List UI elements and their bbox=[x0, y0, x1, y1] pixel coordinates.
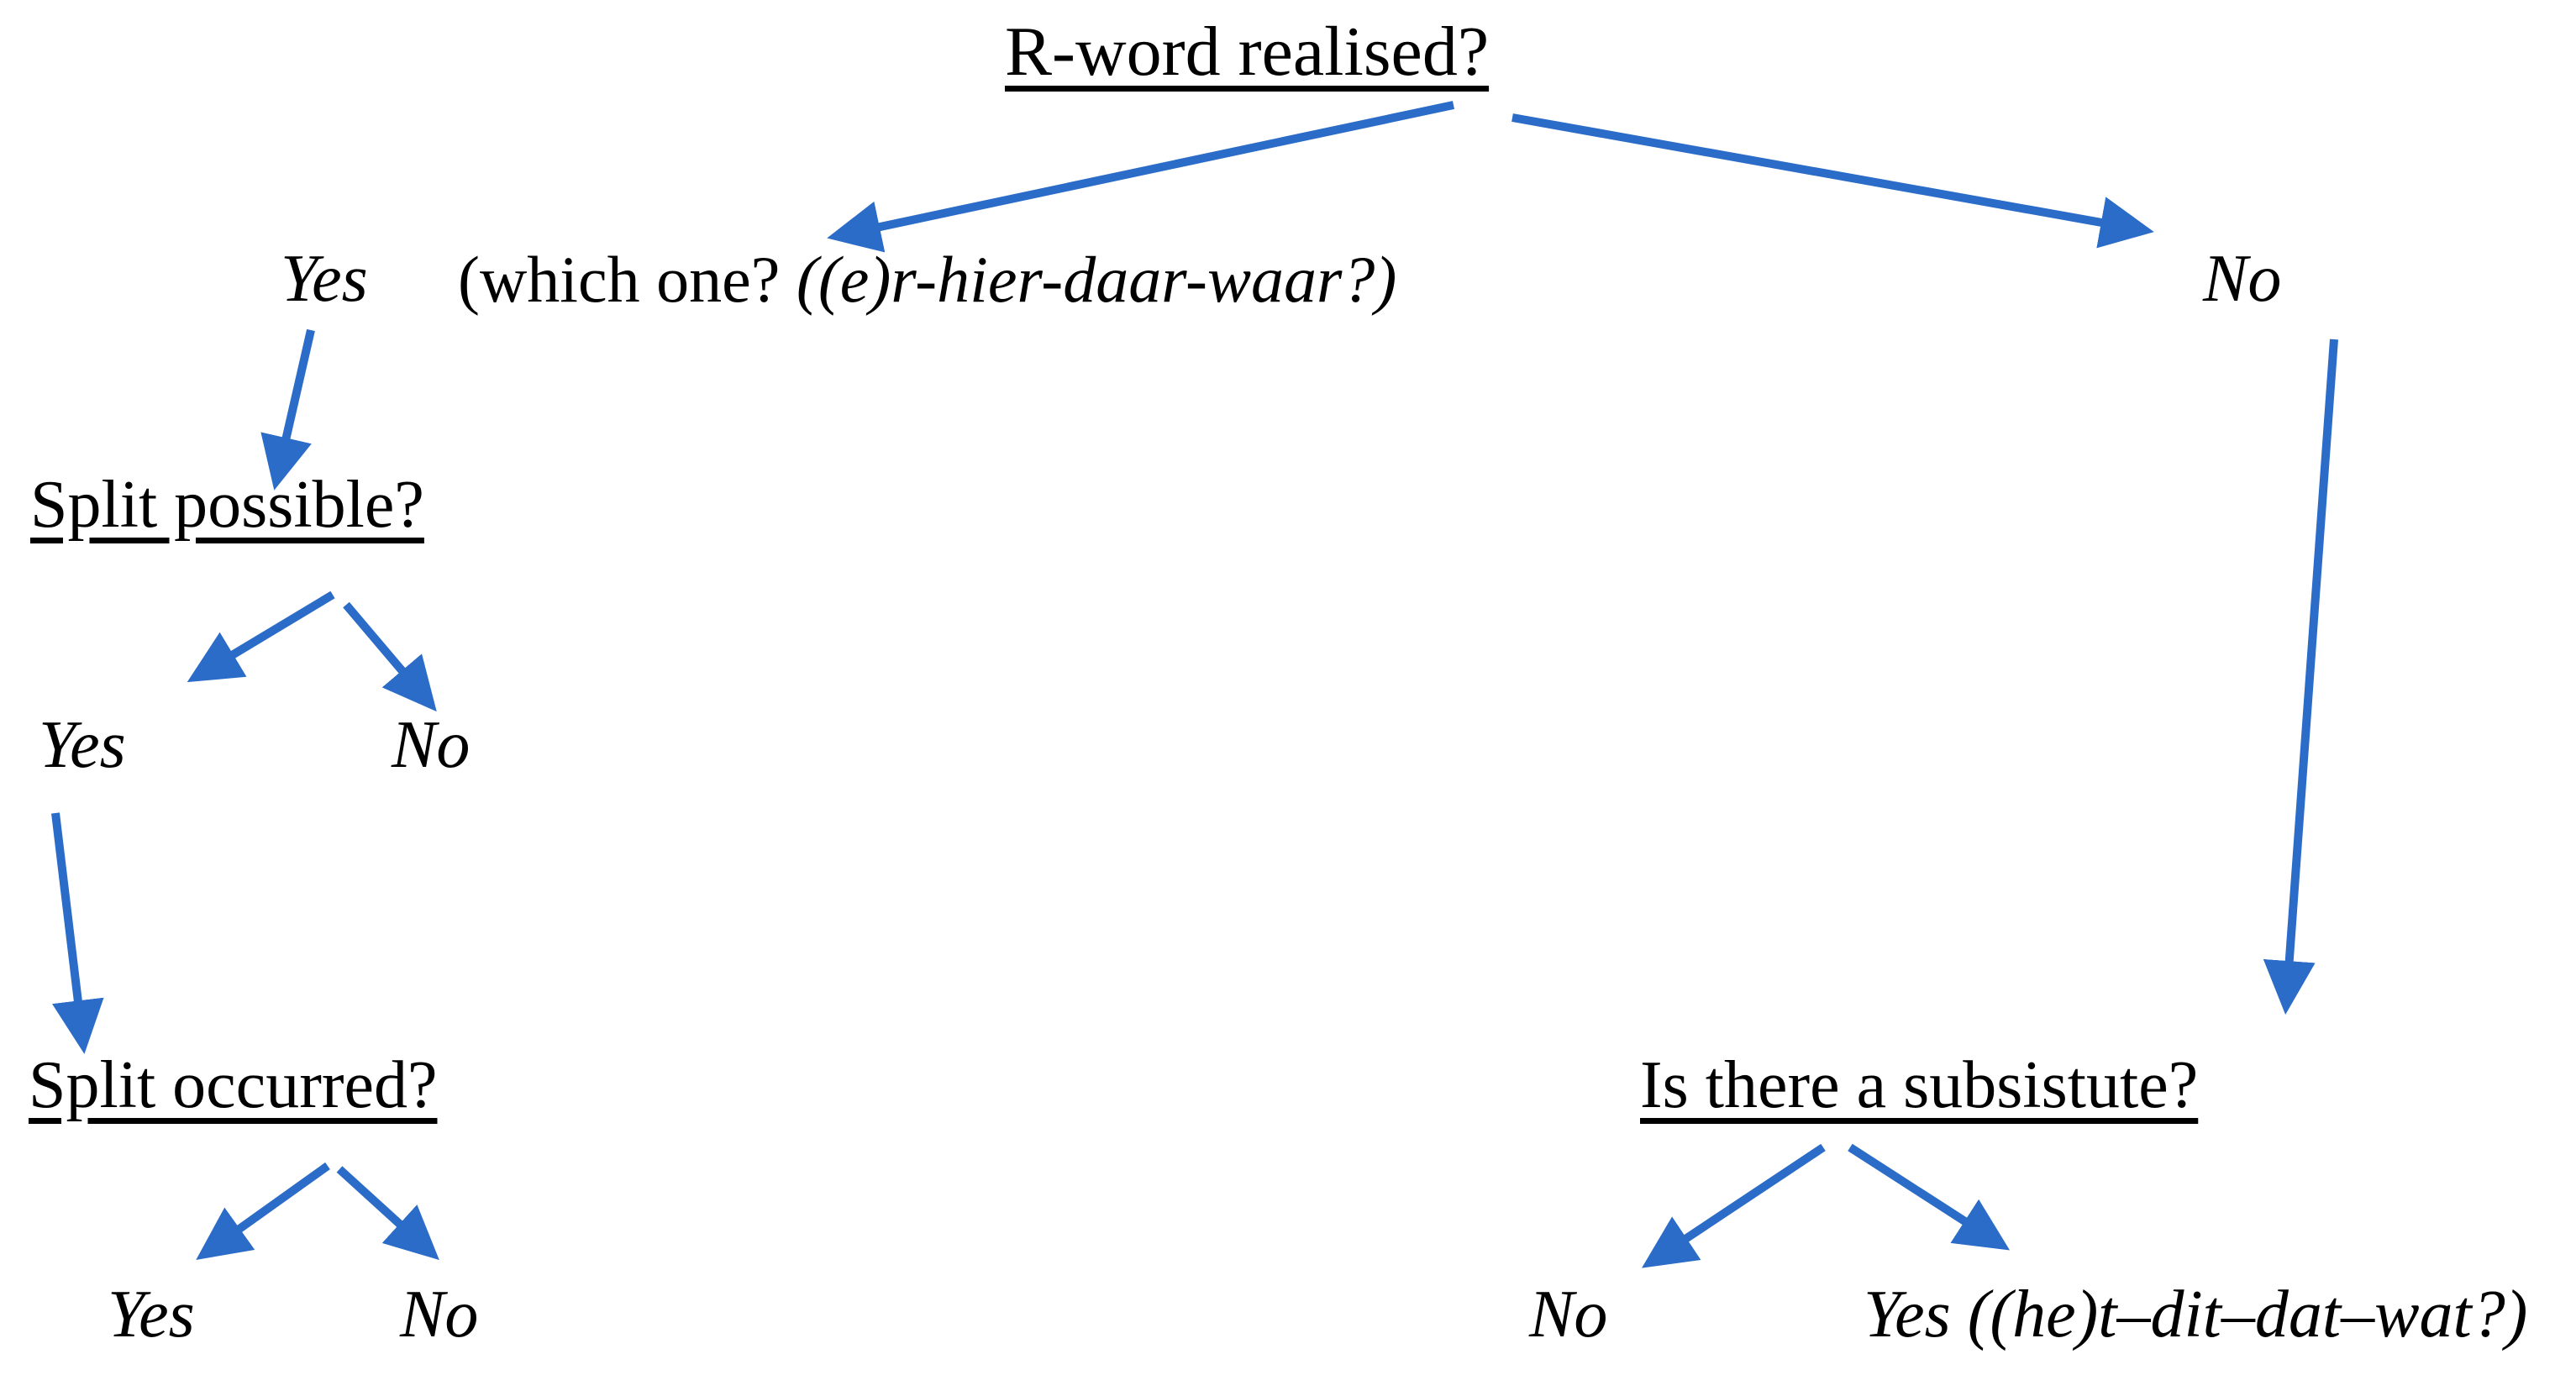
arrow-substitute-to-no bbox=[1642, 1143, 1826, 1268]
arrow-split-possible-to-no bbox=[343, 601, 437, 712]
which-one-note-prefix: (which one? bbox=[458, 243, 796, 316]
arrow-yes-to-split-occurred bbox=[51, 812, 104, 1054]
arrow-split-possible-to-yes bbox=[187, 590, 335, 683]
arrow-yes-to-split-possible bbox=[260, 328, 315, 491]
split-possible-no-label: No bbox=[392, 708, 471, 782]
substitute-question: Is there a subsistute? bbox=[1640, 1048, 2199, 1122]
arrow-no-to-substitute bbox=[2263, 339, 2338, 1015]
which-one-note-examples: ((e)r-hier-daar-waar?) bbox=[796, 243, 1397, 316]
substitute-yes-label: Yes ((he)t–dit–dat–wat?) bbox=[1864, 1278, 2528, 1351]
which-one-note: (which one? ((e)r-hier-daar-waar?) bbox=[458, 247, 1396, 312]
split-occurred-no-label: No bbox=[400, 1278, 479, 1351]
substitute-no-label: No bbox=[1529, 1278, 1608, 1351]
arrow-substitute-to-yes bbox=[1848, 1143, 2011, 1251]
arrow-split-occurred-to-yes bbox=[196, 1162, 330, 1260]
arrow-split-occurred-to-no bbox=[336, 1166, 439, 1261]
split-possible-question: Split possible? bbox=[30, 468, 424, 542]
root-no-label: No bbox=[2203, 242, 2282, 316]
root-yes-label: Yes bbox=[281, 242, 368, 316]
split-occurred-question: Split occurred? bbox=[29, 1048, 438, 1122]
split-occurred-yes-label: Yes bbox=[108, 1278, 195, 1351]
root-question: R-word realised? bbox=[1005, 13, 1490, 91]
arrow-root-to-no-branch bbox=[1511, 113, 2154, 249]
split-possible-yes-label: Yes bbox=[39, 708, 126, 782]
arrow-root-to-yes-branch bbox=[827, 101, 1455, 253]
